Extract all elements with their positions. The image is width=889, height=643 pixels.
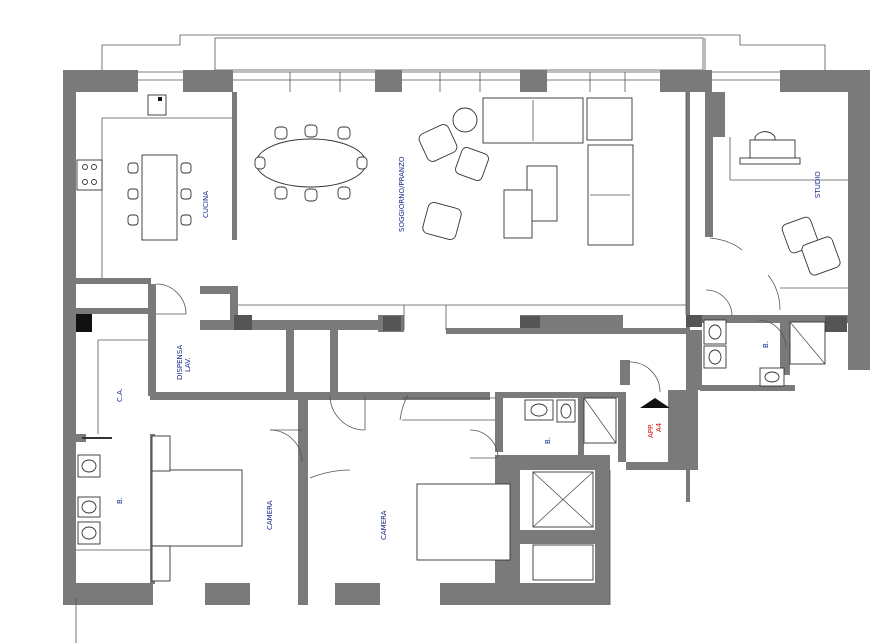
hatched-blocks bbox=[76, 314, 847, 332]
studio-furniture bbox=[739, 131, 841, 276]
label-bagno-left: B. bbox=[116, 497, 124, 504]
label-soggiorno: SOGGIORNO/PRANZO bbox=[398, 156, 406, 232]
top-windows bbox=[138, 71, 780, 92]
inner-outlines bbox=[75, 92, 848, 643]
label-camera-left: CAMERA bbox=[266, 500, 274, 530]
bathroom-fixtures bbox=[77, 319, 826, 545]
label-a4: A4 bbox=[655, 422, 663, 432]
lift-shaft bbox=[532, 398, 670, 581]
walls bbox=[63, 70, 870, 605]
living-furniture bbox=[254, 97, 634, 246]
label-dispensa: DISPENSA bbox=[176, 345, 184, 380]
doors bbox=[82, 237, 787, 479]
kitchen-furniture bbox=[76, 94, 192, 241]
label-cucina: CUCINA bbox=[202, 191, 210, 218]
label-studio: STUDIO bbox=[814, 171, 822, 198]
label-bagno-center: B. bbox=[544, 437, 552, 444]
room-labels: CUCINA SOGGIORNO/PRANZO STUDIO DISPENSA … bbox=[116, 156, 822, 540]
label-camera-center: CAMERA bbox=[380, 510, 388, 540]
balcony-outline bbox=[101, 34, 826, 71]
label-app: APP. bbox=[647, 424, 655, 438]
bedroom-furniture bbox=[151, 435, 511, 582]
label-lav: LAV. bbox=[184, 357, 192, 372]
label-bagno-right: B. bbox=[762, 341, 770, 348]
label-ca: C.A. bbox=[116, 388, 124, 402]
